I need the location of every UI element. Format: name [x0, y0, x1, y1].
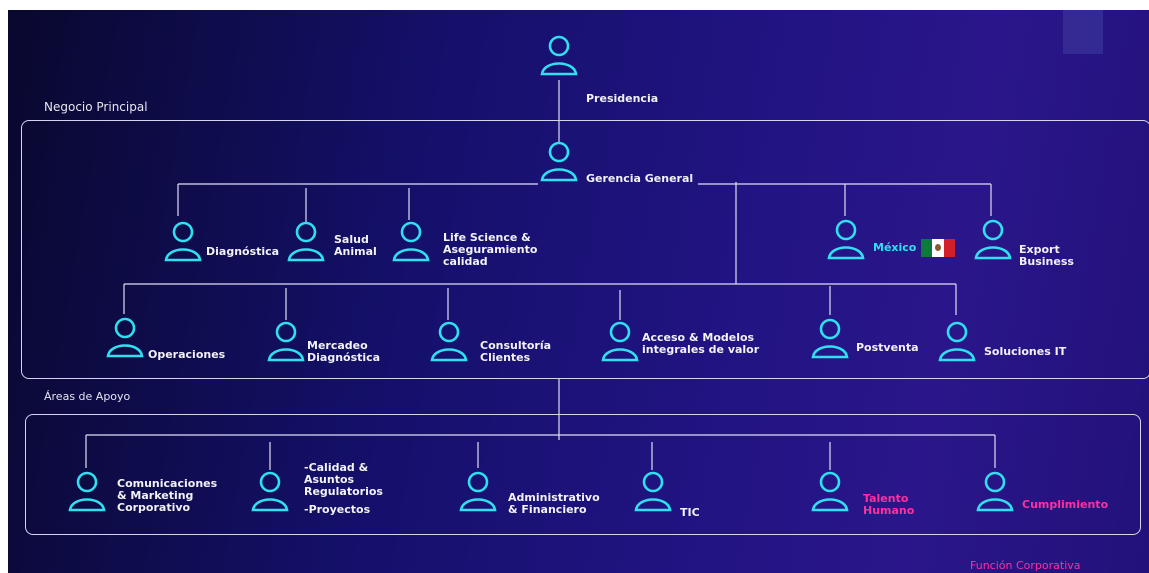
mercadeo-label-line: Diagnóstica [307, 351, 381, 364]
operaciones-person-icon [105, 316, 145, 362]
tic-label: TIC [680, 507, 700, 519]
calidad-label-line: -Proyectos [304, 503, 371, 516]
talento-person-icon [810, 470, 850, 516]
administrativo-label: Administrativo& Financiero [508, 492, 600, 516]
mexico-flag-icon [921, 239, 955, 257]
funcion-corporativa-label: Función Corporativa [970, 559, 1081, 572]
gerencia-general-label-line: Gerencia General [586, 172, 694, 185]
operaciones-label: Operaciones [148, 349, 225, 361]
export-business-label-line: Export [1019, 243, 1060, 256]
administrativo-label-line: & Financiero [508, 503, 587, 516]
gerencia-general-label: Gerencia General [586, 173, 693, 185]
cumplimiento-label: Cumplimiento [1022, 499, 1108, 511]
life-science-person-icon [391, 220, 431, 266]
tic-person-icon [633, 470, 673, 516]
postventa-person-icon [810, 317, 850, 363]
consultoria-person-icon [429, 320, 469, 366]
comunicaciones-label-line: & Marketing [117, 489, 194, 502]
areas-apoyo-label: Áreas de Apoyo [44, 390, 131, 403]
acceso-person-icon [600, 320, 640, 366]
acceso-label-line: integrales de valor [642, 343, 760, 356]
areas-apoyo-frame [25, 414, 1141, 535]
calidad-label-line: -Calidad & [304, 461, 369, 474]
acceso-label-line: Acceso & Modelos [642, 331, 755, 344]
org-chart: Negocio Principal Áreas de Apoyo Función… [8, 10, 1149, 573]
negocio-principal-label: Negocio Principal [44, 100, 148, 114]
soluciones-it-label-line: Soluciones IT [984, 345, 1067, 358]
life-science-label-line: calidad [443, 255, 488, 268]
mercadeo-label-line: Mercadeo [307, 339, 368, 352]
calidad-label-line: Regulatorios [304, 485, 383, 498]
diagnostica-person-icon [163, 220, 203, 266]
export-business-label-line: Business [1019, 255, 1074, 268]
mexico-person-icon [826, 218, 866, 264]
life-science-label-line: Aseguramiento [443, 243, 538, 256]
mexico-label: México [873, 242, 916, 254]
tic-label-line: TIC [680, 506, 700, 519]
soluciones-it-person-icon [937, 320, 977, 366]
connector-lines [85, 80, 996, 470]
negocio-principal-frame [21, 120, 1149, 379]
comunicaciones-label-line: Corporativo [117, 501, 191, 514]
presidencia-label-line: Presidencia [586, 92, 659, 105]
export-business-person-icon [973, 218, 1013, 264]
administrativo-person-icon [458, 470, 498, 516]
postventa-label: Postventa [856, 342, 919, 354]
corner-decoration [1063, 10, 1103, 54]
comunicaciones-label-line: Comunicaciones [117, 477, 218, 490]
cumplimiento-person-icon [975, 470, 1015, 516]
life-science-label-line: Life Science & [443, 231, 531, 244]
soluciones-it-label: Soluciones IT [984, 346, 1066, 358]
salud-animal-label-line: Salud [334, 233, 369, 246]
presidencia-label: Presidencia [586, 93, 658, 105]
consultoria-label-line: Consultoría [480, 339, 552, 352]
consultoria-label-line: Clientes [480, 351, 531, 364]
presidencia-person-icon [539, 34, 579, 80]
talento-label-line: Talento [863, 492, 909, 505]
cumplimiento-label-line: Cumplimiento [1022, 498, 1109, 511]
salud-animal-label-line: Animal [334, 245, 377, 258]
diagnostica-label-line: Diagnóstica [206, 245, 280, 258]
operaciones-label-line: Operaciones [148, 348, 226, 361]
calidad-person-icon [250, 470, 290, 516]
gerencia-general-person-icon [539, 140, 579, 186]
calidad-label-line: Asuntos [304, 473, 355, 486]
administrativo-label-line: Administrativo [508, 491, 600, 504]
postventa-label-line: Postventa [856, 341, 919, 354]
diagnostica-label: Diagnóstica [206, 246, 279, 258]
comunicaciones-person-icon [67, 470, 107, 516]
mexico-label-line: México [873, 241, 917, 254]
salud-animal-person-icon [286, 220, 326, 266]
mercadeo-person-icon [266, 320, 306, 366]
talento-label-line: Humano [863, 504, 915, 517]
